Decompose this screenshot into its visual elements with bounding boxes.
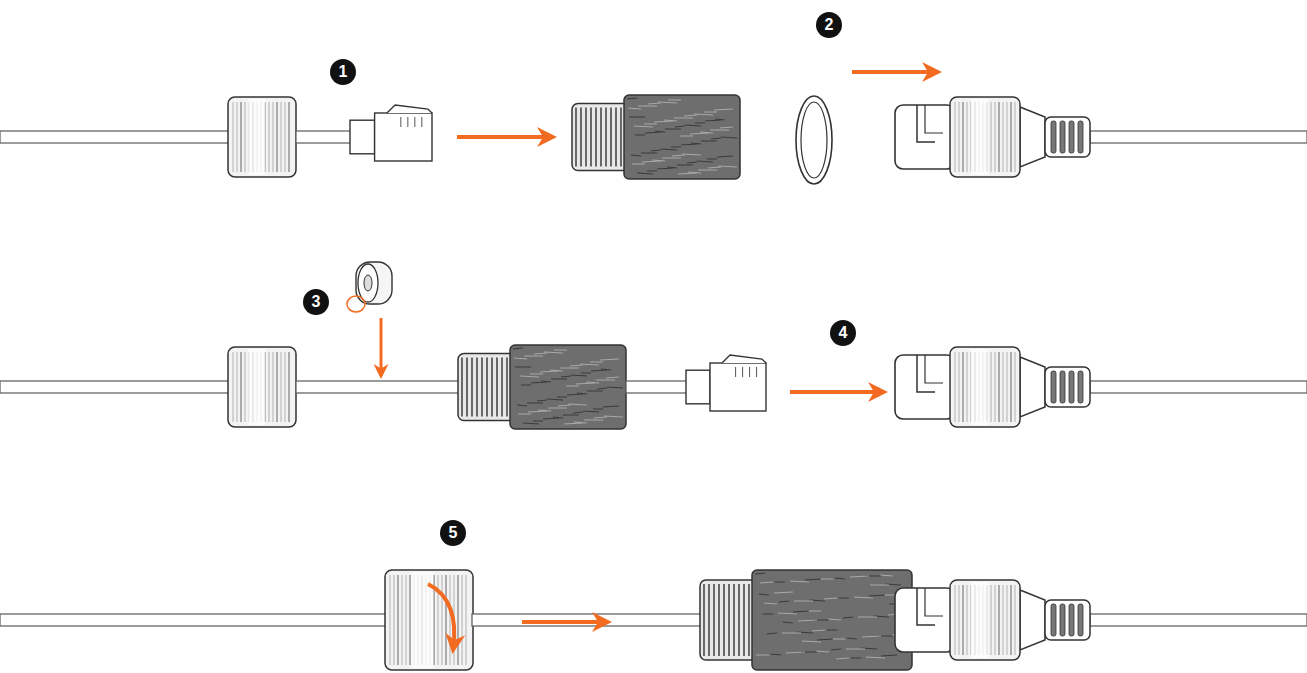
o-ring: [796, 96, 832, 184]
cable: [626, 381, 688, 393]
cable: [1090, 614, 1307, 626]
slit-mark: [347, 296, 365, 312]
sealing-nut: [385, 570, 473, 670]
connector-housing: [572, 95, 740, 179]
cable: [1090, 381, 1307, 393]
sealing-nut: [950, 580, 1020, 660]
o-ring-inner: [801, 102, 827, 178]
callout-number: 4: [830, 320, 856, 346]
cable: [472, 614, 702, 626]
rotate-arrow: [428, 584, 454, 650]
callout-number: 3: [303, 289, 329, 315]
cable: [296, 131, 352, 143]
sealing-nut: [950, 347, 1020, 427]
sealing-nut: [228, 97, 296, 177]
cable: [0, 614, 390, 626]
direction-arrow: [852, 70, 938, 74]
callout-number: 2: [816, 12, 842, 38]
connector-housing: [700, 570, 912, 670]
callout-number: 5: [440, 520, 466, 546]
sealing-nut: [950, 97, 1020, 177]
cable: [0, 381, 232, 393]
callout-number: 1: [330, 59, 356, 85]
direction-arrow: [457, 135, 553, 139]
rj45-plug: [686, 355, 766, 411]
cable: [1090, 131, 1307, 143]
sealing-nut: [228, 347, 296, 427]
cable: [296, 381, 462, 393]
rj45-plug: [350, 105, 432, 161]
direction-arrow: [380, 318, 383, 376]
connector-housing: [458, 345, 626, 429]
direction-arrow: [790, 390, 884, 394]
direction-arrow: [522, 620, 608, 624]
cable: [0, 131, 232, 143]
